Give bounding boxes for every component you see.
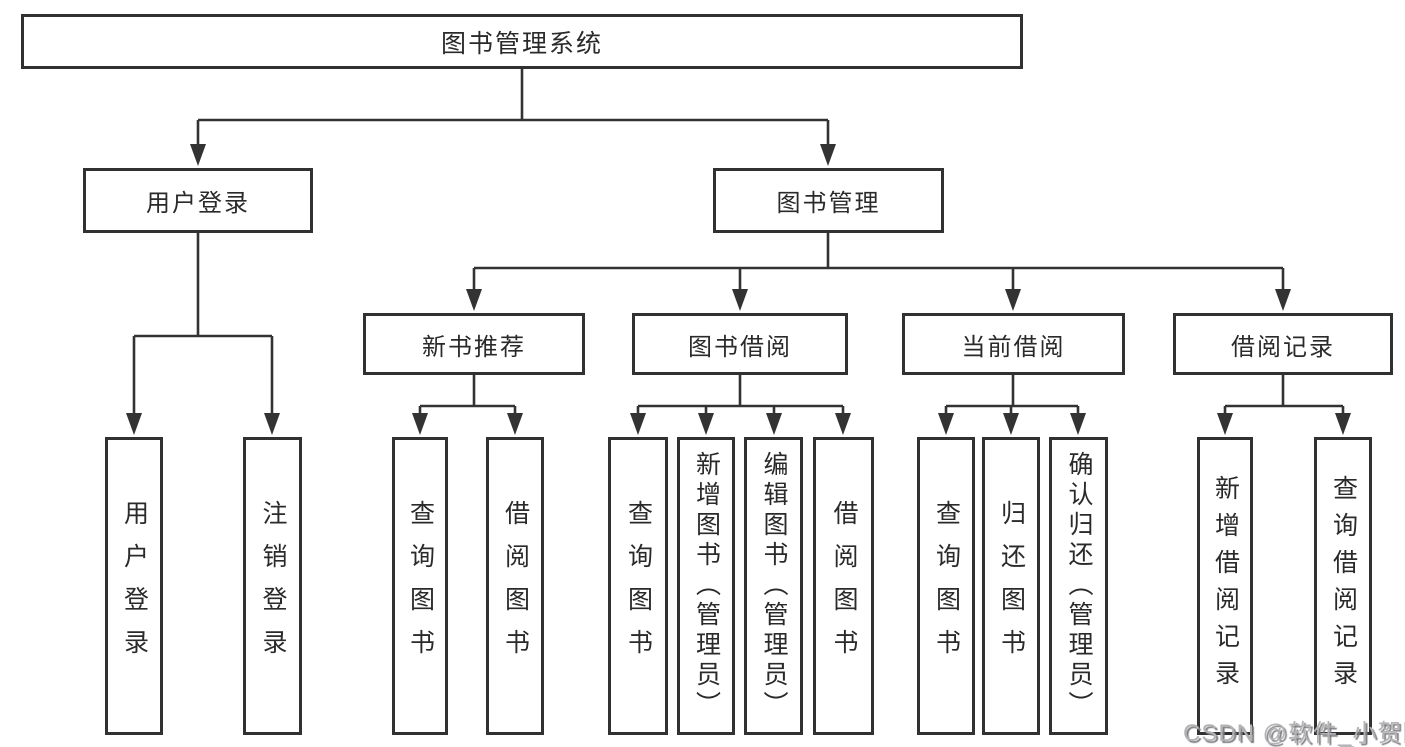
- node-new-borrow: 借阅图书: [486, 437, 544, 735]
- node-bor-query: 查询图书: [608, 437, 668, 735]
- node-new-query: 查询图书: [392, 437, 448, 735]
- arrowhead: [630, 413, 646, 435]
- node-login-user-label: 用户登录: [120, 500, 149, 672]
- node-cur-return: 归还图书: [982, 437, 1040, 735]
- node-bor-add-label: 新增图书（管理员）: [692, 451, 721, 721]
- node-book-mgmt: 图书管理: [713, 168, 944, 233]
- arrowhead: [1003, 413, 1019, 435]
- node-rec-add-label: 新增借阅记录: [1211, 475, 1240, 697]
- node-cur-return-label: 归还图书: [997, 500, 1026, 672]
- node-new-borrow-label: 借阅图书: [501, 500, 530, 672]
- arrowhead: [698, 413, 714, 435]
- arrowhead: [732, 289, 748, 311]
- node-bor-borrow: 借阅图书: [813, 437, 874, 735]
- node-rec-query: 查询借阅记录: [1314, 437, 1372, 735]
- arrowhead: [835, 413, 851, 435]
- node-mod-borrow: 图书借阅: [632, 313, 848, 375]
- arrowhead: [820, 144, 836, 166]
- arrowhead: [1335, 413, 1351, 435]
- watermark-text: CSDN @软件_小贺同: [1183, 720, 1405, 747]
- arrowhead: [190, 144, 206, 166]
- node-bor-add: 新增图书（管理员）: [677, 437, 735, 735]
- node-mod-borrow-label: 图书借阅: [688, 333, 792, 361]
- arrowhead: [1217, 413, 1233, 435]
- node-mod-record: 借阅记录: [1173, 313, 1393, 375]
- node-mod-current: 当前借阅: [902, 313, 1125, 375]
- node-cur-confirm: 确认归还（管理员）: [1049, 437, 1108, 735]
- node-mod-new: 新书推荐: [363, 313, 585, 375]
- node-login-logout: 注销登录: [243, 437, 302, 735]
- node-root: 图书管理系统: [21, 14, 1023, 69]
- node-bor-edit: 编辑图书（管理员）: [744, 437, 803, 735]
- arrowhead: [507, 413, 523, 435]
- arrowhead: [1275, 289, 1291, 311]
- csdn-watermark: CSDN @软件_小贺同学: [1183, 713, 1405, 747]
- arrowhead: [466, 289, 482, 311]
- node-bor-edit-label: 编辑图书（管理员）: [760, 451, 788, 721]
- node-user-login: 用户登录: [83, 168, 313, 233]
- node-mod-current-label: 当前借阅: [961, 333, 1066, 361]
- node-rec-add: 新增借阅记录: [1197, 437, 1253, 735]
- node-cur-query: 查询图书: [917, 437, 975, 735]
- node-root-label: 图书管理系统: [440, 29, 603, 58]
- node-cur-confirm-label: 确认归还（管理员）: [1065, 451, 1093, 721]
- node-login-user: 用户登录: [105, 437, 163, 735]
- node-bor-query-label: 查询图书: [624, 500, 653, 672]
- arrowhead: [126, 413, 142, 435]
- node-mod-record-label: 借阅记录: [1231, 333, 1335, 361]
- node-rec-query-label: 查询借阅记录: [1329, 475, 1358, 697]
- node-mod-new-label: 新书推荐: [422, 333, 526, 361]
- arrowhead: [938, 413, 954, 435]
- arrowhead: [264, 413, 280, 435]
- arrowhead: [1070, 413, 1086, 435]
- node-bor-borrow-label: 借阅图书: [830, 500, 858, 672]
- node-login-logout-label: 注销登录: [259, 500, 287, 672]
- node-new-query-label: 查询图书: [406, 500, 435, 672]
- arrowhead: [1005, 289, 1021, 311]
- arrowhead: [766, 413, 782, 435]
- node-cur-query-label: 查询图书: [932, 500, 961, 672]
- node-user-login-label: 用户登录: [146, 190, 250, 217]
- node-book-mgmt-label: 图书管理: [776, 190, 881, 217]
- arrowhead: [412, 413, 428, 435]
